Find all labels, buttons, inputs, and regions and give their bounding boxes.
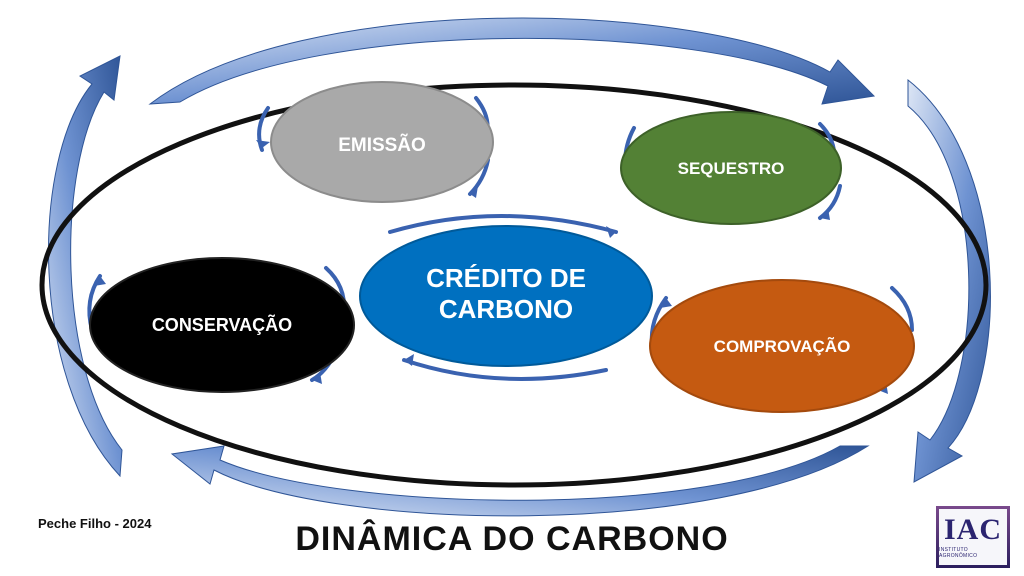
- iac-logo-inner: IAC INSTITUTO AGRONÔMICO: [939, 509, 1007, 565]
- node-conservacao-shape: [89, 257, 355, 393]
- node-emissao: EMISSÃO: [270, 81, 494, 203]
- outer-cycle-arrows: [48, 17, 991, 517]
- node-sequestro: SEQUESTRO: [620, 111, 842, 225]
- author-credit: Peche Filho - 2024: [38, 516, 152, 531]
- outer-arrow-right: [907, 78, 991, 483]
- node-sequestro-shape: [620, 111, 842, 225]
- iac-logo-subtext: INSTITUTO AGRONÔMICO: [939, 547, 978, 559]
- node-conservacao: CONSERVAÇÃO: [89, 257, 355, 393]
- diagram-title: DINÂMICA DO CARBONO: [295, 520, 729, 558]
- node-comprovacao-label: COMPROVAÇÃO: [714, 336, 851, 356]
- node-comprovacao-shape: [649, 279, 915, 413]
- node-credito-label-line2: CARBONO: [439, 294, 573, 324]
- node-credito-de-carbono: CRÉDITO DE CARBONO: [359, 225, 653, 367]
- node-emissao-shape: [270, 81, 494, 203]
- outer-arrow-left: [48, 55, 123, 478]
- node-comprovacao: COMPROVAÇÃO: [649, 279, 915, 413]
- iac-logo-text: IAC: [943, 513, 1002, 546]
- node-emissao-label: EMISSÃO: [338, 134, 426, 156]
- outer-arrow-bottom: [170, 445, 870, 517]
- node-sequestro-label: SEQUESTRO: [678, 159, 785, 178]
- node-credito-label-line1: CRÉDITO DE: [426, 263, 586, 293]
- node-conservacao-label: CONSERVAÇÃO: [152, 314, 292, 335]
- outer-arrow-top: [148, 17, 876, 105]
- node-credito-shape: [359, 225, 653, 367]
- iac-logo: IAC INSTITUTO AGRONÔMICO: [936, 506, 1010, 568]
- outer-ring: [39, 82, 989, 488]
